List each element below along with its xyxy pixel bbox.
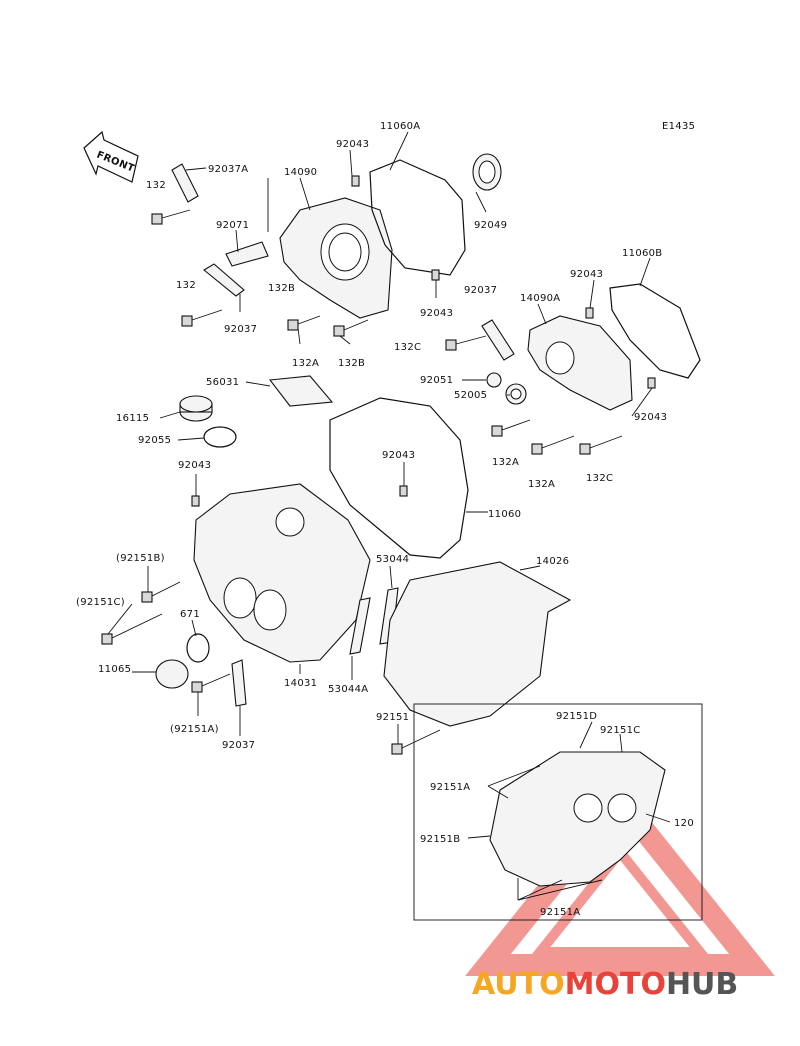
bolt-132b-b [333,319,369,337]
clutch-cover-14031 [193,483,371,663]
label-132a-b: 132A [492,457,519,468]
label-92151c: 92151C [600,725,641,736]
label-92037-c: 92037 [222,740,255,751]
label-92151b: 92151B [420,834,460,845]
oring-92055 [203,426,237,448]
label-14026: 14026 [536,556,569,567]
label-132c-a: 132C [394,342,421,353]
label-53044a: 53044A [328,684,368,695]
diagram-code: E1435 [662,121,695,132]
gasket-11060b [609,283,701,379]
bolt-132a-b [491,419,531,437]
label-92151a-b: 92151A [540,907,580,918]
label-92151a-a: 92151A [430,782,470,793]
label-14090a: 14090A [520,293,560,304]
dowel-92043-f [399,485,408,497]
dowel-92043-c [585,307,594,319]
label-92043-e: 92043 [178,460,211,471]
label-132b-a: 132B [268,283,295,294]
bolt-132-a [151,209,191,225]
label-92151b-paren: (92151B) [116,553,165,564]
label-11060: 11060 [488,509,521,520]
label-14090: 14090 [284,167,317,178]
bracket-92037-b [481,319,515,361]
label-92049: 92049 [474,220,507,231]
svg-text:AUTOMOTOHUB: AUTOMOTOHUB [472,967,738,1002]
cover-14090a [527,315,633,411]
label-132c-b: 132C [586,473,613,484]
bracket-92037 [203,263,245,297]
label-16115: 16115 [116,413,149,424]
label-52005: 52005 [454,390,487,401]
label-92037a: 92037A [208,164,248,175]
bolt-132c-b [579,435,623,455]
front-arrow-icon: FRONT [83,130,139,183]
label-92151a-paren: (92151A) [170,724,219,735]
label-92043-d: 92043 [634,412,667,423]
gasket-11060a [369,159,466,276]
label-132a-a: 132A [292,358,319,369]
label-92151d: 92151D [556,711,597,722]
watermark-part2: MOTO [565,967,666,1002]
bolt-92151a [191,673,231,693]
bolt-92151b [141,581,181,603]
oring-671 [186,633,210,663]
dowel-92043-e [191,495,200,507]
bolt-132a-c [531,435,575,455]
watermark-part1: AUTO [472,967,565,1002]
bolt-92151c [101,613,163,645]
bracket-92037-c [231,659,247,707]
label-56031: 56031 [206,377,239,388]
label-132-a: 132 [146,180,166,191]
label-120: 120 [674,818,694,829]
label-92055: 92055 [138,435,171,446]
cap-16115 [179,395,213,422]
detail-box [413,703,703,921]
label-11060b: 11060B [622,248,662,259]
label-92151: 92151 [376,712,409,723]
bracket-92037a [171,163,199,203]
bolt-132c-a [445,335,487,351]
leader-lines [107,131,671,901]
label-132a-c: 132A [528,479,555,490]
label-11060a: 11060A [380,121,420,132]
dowel-92043-a [351,175,360,187]
label-92043-a: 92043 [336,139,369,150]
label-92043-f: 92043 [382,450,415,461]
bolt-132-b [181,309,223,327]
bolt-132a [287,315,321,331]
label-671: 671 [180,609,200,620]
label-132b-b: 132B [338,358,365,369]
watermark-text: AUTOMOTOHUB [472,967,738,1002]
gasket-11060 [329,397,469,559]
dowel-92043-b [431,269,440,281]
dowel-92043-d [647,377,656,389]
label-92037-b: 92037 [464,285,497,296]
label-92071: 92071 [216,220,249,231]
label-132-b: 132 [176,280,196,291]
label-56031 [268,375,334,407]
cap-11065 [155,659,189,689]
upper-cover-part [279,197,393,319]
outer-cover-14026 [383,561,572,727]
label-53044: 53044 [376,554,409,565]
label-14031: 14031 [284,678,317,689]
label-92043-b: 92043 [420,308,453,319]
plate-92071 [225,241,269,267]
label-92037-a: 92037 [224,324,257,335]
label-92043-c: 92043 [570,269,603,280]
watermark-part3: HUB [666,967,738,1002]
strip-53044a [349,597,371,655]
part-labels: 11060A 92043 92037A 14090 132 92049 9207… [76,121,694,918]
detail-cover [489,751,666,887]
label-92151c-paren: (92151C) [76,597,125,608]
oil-seal-92049 [472,153,502,191]
label-92051: 92051 [420,375,453,386]
label-11065: 11065 [98,664,131,675]
bolt-92151 [391,729,441,755]
seal-52005 [505,383,527,405]
washer-92051 [486,372,502,388]
